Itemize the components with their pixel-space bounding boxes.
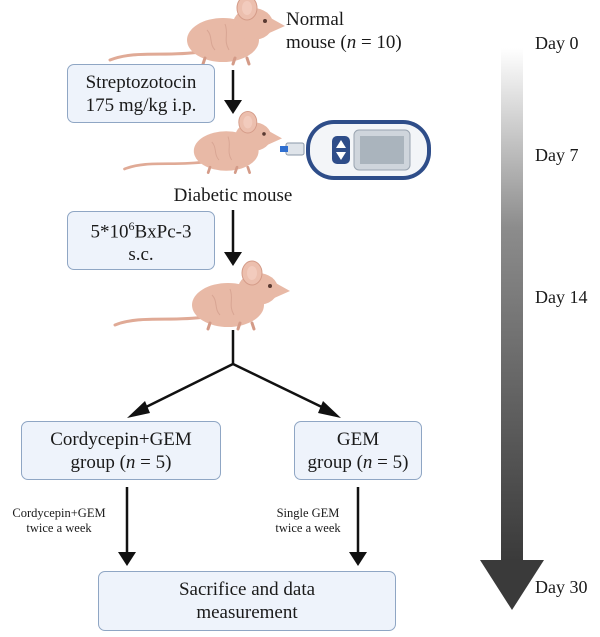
timeline-arrowhead [480, 560, 544, 610]
cordycepin-group-line2: group (n = 5) [71, 451, 172, 474]
timeline-bar [501, 48, 523, 562]
gem-group-box: GEM group (n = 5) [294, 421, 422, 480]
streptozotocin-line2: 175 mg/kg i.p. [85, 94, 197, 116]
cordycepin-group-n: n [125, 451, 136, 473]
normal-mouse-n: n [346, 32, 357, 53]
bxpc3-post: BxPc-3 [134, 221, 192, 243]
diabetic-mouse-label: Diabetic mouse [173, 185, 293, 206]
timeline-day-14: Day 14 [535, 287, 588, 307]
gem-group-line2: group (n = 5) [308, 451, 409, 474]
gem-group-count: = 5) [372, 451, 409, 473]
sacrifice-box: Sacrifice and data measurement [98, 571, 396, 631]
sacrifice-line2: measurement [196, 602, 298, 623]
gem-group-line1: GEM [336, 428, 380, 450]
glucometer-icon [280, 120, 431, 180]
bxpc3-sup: 6 [128, 218, 135, 233]
gem-treatment-label: Single GEM twice a week [262, 506, 354, 536]
gem-group-n: n [362, 451, 373, 473]
mouse-icon [113, 259, 292, 331]
normal-mouse-line1: Normal [286, 9, 345, 30]
cordycepin-group-line1: Cordycepin+GEM [50, 428, 192, 450]
streptozotocin-line1: Streptozotocin [85, 71, 197, 93]
cordycepin-group-text: group ( [70, 451, 126, 473]
mouse-icon [108, 0, 287, 66]
bxpc3-pre: 5*10 [90, 221, 129, 243]
cordycepin-treatment-line2: twice a week [26, 521, 92, 535]
normal-mouse-label: Normal mouse (n = 10) [286, 8, 436, 54]
bxpc3-line2: s.c. [128, 244, 154, 266]
bxpc3-line1: 5*106BxPc-3 [91, 215, 192, 243]
timeline-day-30: Day 30 [535, 577, 588, 597]
timeline-day-7: Day 7 [535, 145, 579, 165]
cordycepin-group-count: = 5) [135, 451, 172, 473]
normal-mouse-line2: mouse (n = 10) [286, 31, 436, 54]
streptozotocin-box: Streptozotocin 175 mg/kg i.p. [67, 64, 215, 123]
cordycepin-gem-group-box: Cordycepin+GEM group (n = 5) [21, 421, 221, 480]
cordycepin-treatment-label: Cordycepin+GEM twice a week [0, 506, 118, 536]
normal-mouse-text: mouse ( [286, 32, 347, 53]
gem-group-text: group ( [307, 451, 363, 473]
sacrifice-line1: Sacrifice and data [178, 579, 316, 600]
normal-mouse-count: = 10) [356, 32, 402, 53]
bxpc3-box: 5*106BxPc-3 s.c. [67, 211, 215, 270]
gem-treatment-line1: Single GEM [276, 506, 340, 520]
gem-treatment-line2: twice a week [275, 521, 341, 535]
timeline-day-0: Day 0 [535, 33, 579, 53]
flow-arrows [118, 70, 367, 566]
cordycepin-treatment-line1: Cordycepin+GEM [12, 506, 106, 520]
